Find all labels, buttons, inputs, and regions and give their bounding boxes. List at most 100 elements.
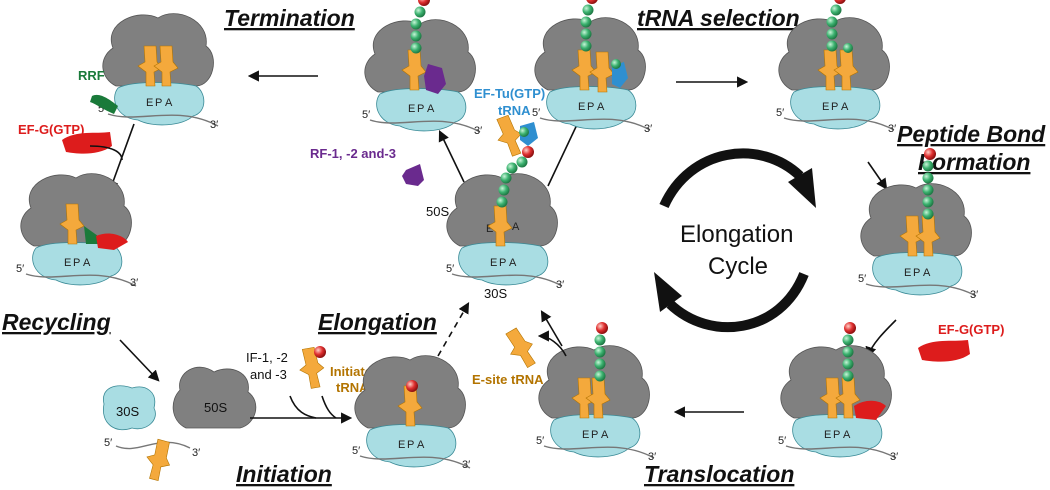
rrf-protein [90, 94, 118, 114]
esite-trna [500, 324, 542, 372]
svg-text:3′: 3′ [556, 279, 564, 291]
svg-text:3′: 3′ [192, 447, 200, 459]
svg-text:E: E [408, 103, 415, 115]
svg-text:E: E [582, 429, 589, 441]
svg-text:A: A [843, 429, 851, 441]
svg-text:E: E [578, 101, 585, 113]
stage-elongation-label: Elongation [318, 309, 437, 335]
svg-text:3′: 3′ [644, 123, 652, 135]
svg-text:5′: 5′ [532, 107, 540, 119]
svg-text:A: A [512, 221, 520, 233]
svg-text:A: A [417, 439, 425, 451]
initiator-label-2: tRNA [336, 380, 369, 395]
svg-text:A: A [83, 257, 91, 269]
svg-text:E: E [398, 439, 405, 451]
svg-text:5′: 5′ [776, 107, 784, 119]
svg-text:5′: 5′ [352, 445, 360, 457]
svg-text:P: P [417, 103, 424, 115]
svg-text:A: A [509, 257, 517, 269]
svg-text:A: A [923, 267, 931, 279]
svg-text:5′: 5′ [778, 435, 786, 447]
efg-gtp-label-translocation: EF-G(GTP) [938, 322, 1004, 337]
efg-gtp-label-recycling: EF-G(GTP) [18, 122, 84, 137]
arrow-initiator-join [321, 395, 337, 419]
elongation-cycle-label-2: Cycle [708, 253, 768, 280]
svg-text:A: A [165, 97, 173, 109]
ribosome-central-70s: E P A EPA 5′3′ [446, 146, 564, 291]
svg-text:A: A [841, 101, 849, 113]
initiator-amino-acid [314, 346, 326, 358]
rrf-label: RRF [78, 68, 105, 83]
svg-text:3′: 3′ [210, 119, 218, 131]
svg-text:E: E [824, 429, 831, 441]
stage-peptide-bond-label-1: Peptide Bond [897, 121, 1046, 147]
arrow-translocation-to-elongation [540, 310, 563, 347]
svg-text:3′: 3′ [648, 451, 656, 463]
svg-text:P: P [587, 101, 594, 113]
label-50s: 50S [426, 204, 449, 219]
svg-text:5′: 5′ [536, 435, 544, 447]
svg-text:E: E [486, 223, 493, 235]
elongation-cycle-arrows [654, 148, 816, 333]
esite-trna-label: E-site tRNA [472, 372, 544, 387]
free-subunits: 30S 50S 5′ 3′ [102, 366, 257, 483]
stage-termination-label: Termination [224, 5, 355, 31]
arrow-recycling-curve [89, 145, 123, 161]
small-subunit-30s [102, 385, 156, 430]
svg-text:P: P [73, 257, 80, 269]
svg-text:P: P [591, 429, 598, 441]
svg-text:5′: 5′ [16, 263, 24, 275]
stage-peptide-bond-label-2: Formation [918, 149, 1030, 175]
if-label-1: IF-1, -2 [246, 350, 288, 365]
svg-text:A: A [601, 429, 609, 441]
svg-text:5′: 5′ [98, 103, 106, 115]
large-subunit-50s [172, 366, 257, 429]
rf-protein [402, 164, 424, 186]
svg-text:P: P [499, 257, 506, 269]
stage-trna-selection-label: tRNA selection [637, 5, 800, 31]
efg-protein-translocation [918, 340, 970, 362]
svg-text:P: P [155, 97, 162, 109]
svg-text:E: E [64, 257, 71, 269]
svg-text:3′: 3′ [970, 289, 978, 301]
svg-text:E: E [822, 101, 829, 113]
svg-text:5′: 5′ [446, 263, 454, 275]
svg-text:P: P [407, 439, 414, 451]
arrow-peptide-down [867, 161, 888, 190]
elongation-cycle-label-1: Elongation [680, 221, 793, 248]
arrow-efg-binding [865, 319, 897, 359]
efg-protein-recycling [62, 132, 112, 154]
svg-text:A: A [597, 101, 605, 113]
arrow-recycling-to-initiation [119, 339, 160, 382]
svg-text:5′: 5′ [362, 109, 370, 121]
arrow-if-join [289, 395, 317, 419]
svg-text:5′: 5′ [104, 437, 112, 449]
svg-text:E: E [146, 97, 153, 109]
arrow-initiation-to-elongation [437, 302, 470, 357]
eftu-label-1: EF-Tu(GTP) [474, 86, 545, 101]
svg-text:30S: 30S [116, 404, 139, 419]
eftu-ternary-complex [490, 112, 538, 160]
svg-text:E: E [904, 267, 911, 279]
svg-text:5′: 5′ [858, 273, 866, 285]
svg-text:3′: 3′ [890, 451, 898, 463]
svg-text:P: P [833, 429, 840, 441]
stage-translocation-label: Translocation [644, 461, 794, 487]
stage-recycling-label: Recycling [2, 309, 111, 335]
svg-text:A: A [427, 103, 435, 115]
arrow-to-termination [438, 129, 465, 183]
label-30s: 30S [484, 286, 507, 301]
stage-initiation-label: Initiation [236, 461, 332, 487]
rf-label: RF-1, -2 and-3 [310, 146, 396, 161]
svg-text:3′: 3′ [888, 123, 896, 135]
svg-text:E: E [490, 257, 497, 269]
